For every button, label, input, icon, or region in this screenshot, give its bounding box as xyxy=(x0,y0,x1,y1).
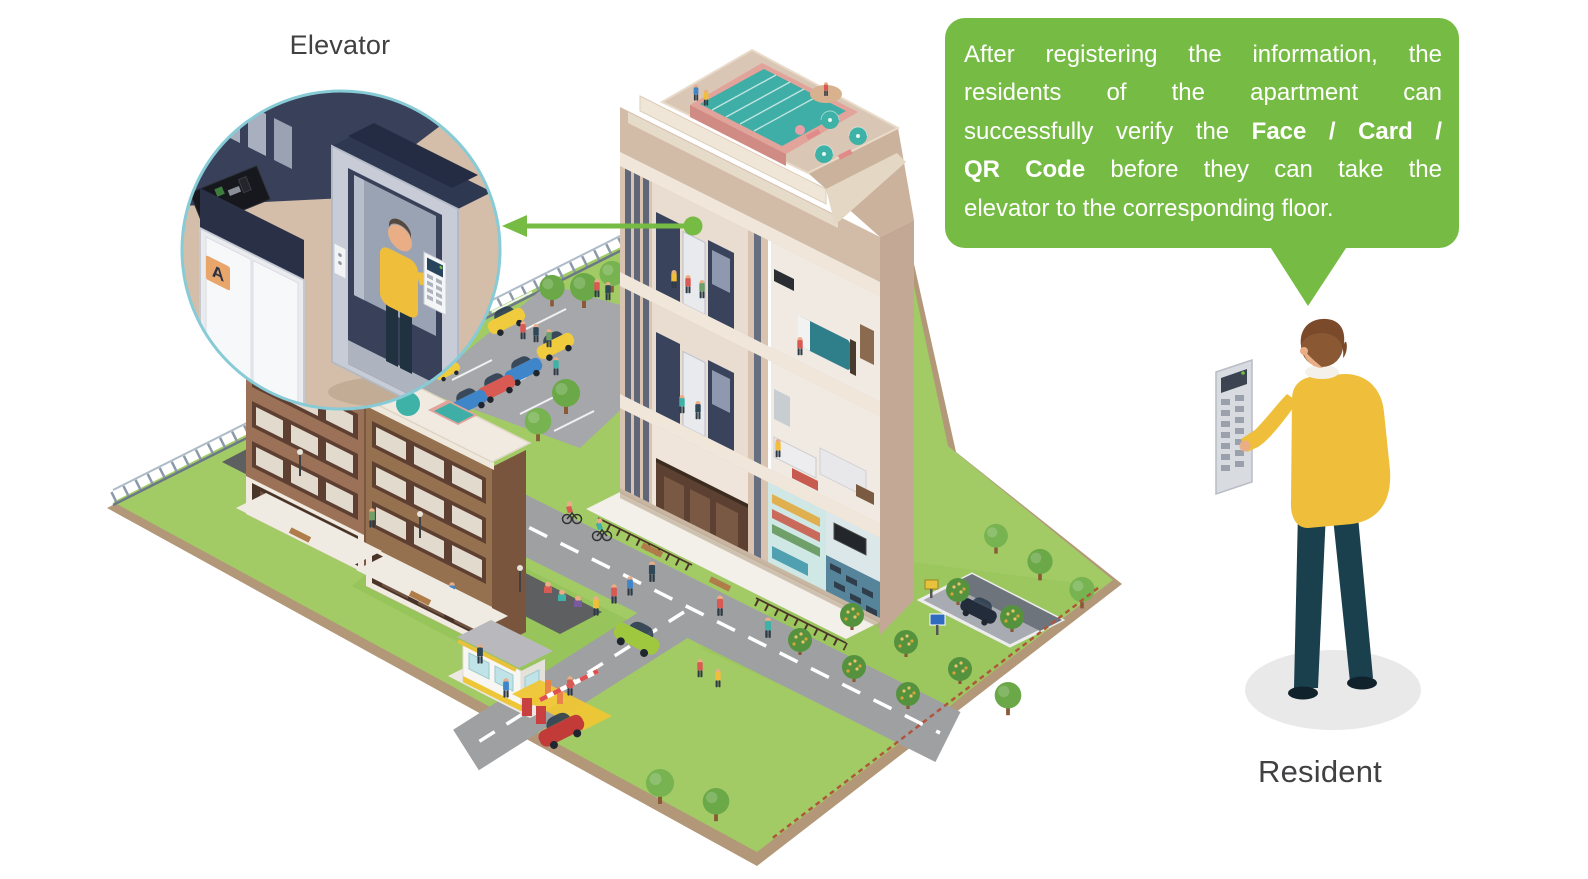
callout-line: elevator to the corresponding floor. xyxy=(964,194,1334,222)
main-apartment-tower xyxy=(620,48,914,635)
callout-line: QR Code before they can take the xyxy=(964,156,1442,184)
pool-water xyxy=(700,69,846,146)
hall-button-panel xyxy=(333,242,347,280)
resident-hand xyxy=(1239,440,1251,452)
ground-plaza xyxy=(586,492,880,651)
left-walkways xyxy=(236,449,523,631)
floor-selection-panel xyxy=(1215,358,1253,496)
tower-cutaway-face xyxy=(620,152,880,623)
orchard-trees xyxy=(697,523,1099,841)
kitchen-interior xyxy=(768,359,874,505)
callout-line: residents of the apartment can xyxy=(964,79,1442,107)
ramp-warning-sign xyxy=(924,579,939,590)
elevator-bank-floor-1 xyxy=(656,211,734,329)
elevator-inset-label: Elevator xyxy=(289,30,391,60)
classroom xyxy=(826,510,880,622)
bedroom-interior xyxy=(768,239,874,376)
elevator-cab xyxy=(331,144,459,409)
resident-shadow xyxy=(1245,650,1421,730)
ground-floor-storefront xyxy=(656,457,748,556)
arrowhead xyxy=(502,215,527,237)
callout-tail xyxy=(1267,242,1350,306)
resident-head xyxy=(1301,325,1343,367)
callout-bubble: After registering the information, the r… xyxy=(945,18,1459,248)
cab-control-panel xyxy=(423,251,447,316)
resident-figure xyxy=(1215,318,1421,730)
pool-umbrella xyxy=(820,110,840,130)
rooftop-pool-deck xyxy=(659,48,901,175)
resident-sweater xyxy=(1290,374,1391,528)
callout-line: successfully verify the Face / Card / xyxy=(964,117,1442,145)
cab-passenger xyxy=(380,218,439,374)
parking-sign xyxy=(929,613,946,626)
pool-umbrella xyxy=(814,144,834,164)
arrow-dot xyxy=(683,216,703,236)
door-tag xyxy=(206,255,230,291)
convenience-store xyxy=(768,481,826,595)
door-tag-letter: A xyxy=(212,261,224,286)
barrier-gate xyxy=(477,644,612,730)
callout-line: After registering the information, the xyxy=(964,41,1442,68)
pool-umbrella xyxy=(848,126,868,146)
inset-ring xyxy=(180,89,502,411)
callout-arrow xyxy=(502,215,703,237)
rooftop-mini-pool xyxy=(428,400,478,425)
resident-label: Resident xyxy=(1258,754,1382,789)
boundary-rail xyxy=(769,587,1099,841)
